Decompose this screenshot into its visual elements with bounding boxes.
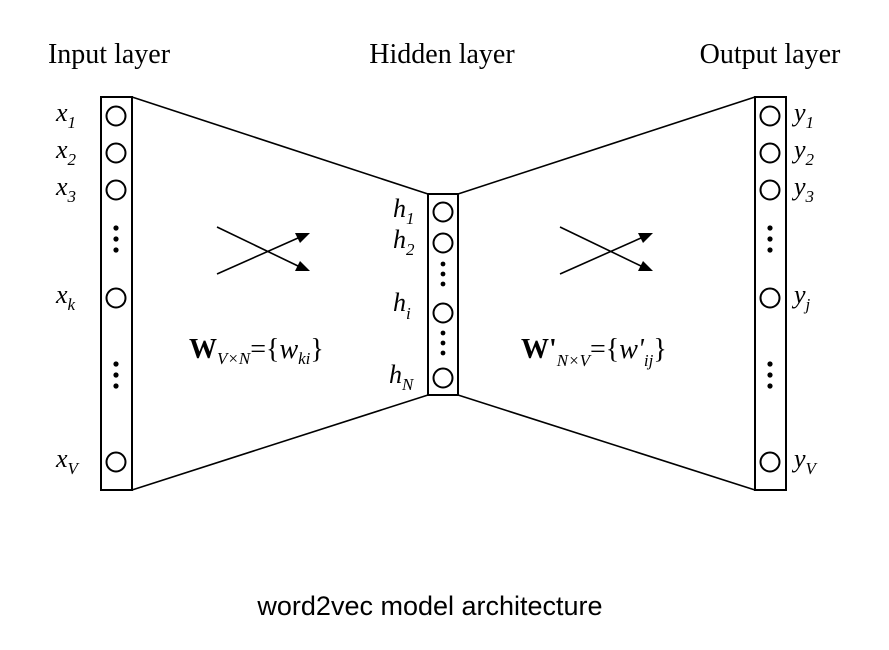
input-label: x3	[55, 172, 76, 206]
output-label: yV	[791, 444, 819, 478]
output-node	[759, 451, 781, 473]
output-node	[759, 287, 781, 309]
hidden-label: hi	[393, 288, 411, 323]
hidden-ellipsis	[440, 261, 446, 356]
input-nodes	[105, 105, 127, 473]
hidden-node	[432, 367, 454, 389]
edge-output-top	[457, 96, 756, 195]
hidden-labels: h1 h2 hi hN	[389, 194, 415, 394]
connection-lines	[131, 96, 756, 491]
hidden-node	[432, 302, 454, 324]
hidden-label: hN	[389, 360, 415, 394]
edge-input-top	[131, 96, 429, 195]
output-labels: y1 y2 y3 yj yV	[791, 98, 819, 478]
output-label: y2	[791, 135, 815, 169]
output-nodes	[759, 105, 781, 473]
output-label: y1	[791, 98, 814, 132]
output-label: y3	[791, 172, 814, 206]
hidden-nodes	[432, 201, 454, 389]
hidden-label: h2	[393, 225, 415, 259]
input-layer-title: Input layer	[48, 39, 171, 70]
input-label: xV	[55, 444, 81, 478]
hidden-layer-title: Hidden layer	[369, 39, 515, 70]
input-weight-formula: WV×N={wki}	[189, 334, 324, 368]
input-label: x1	[55, 98, 76, 132]
input-node	[105, 179, 127, 201]
output-label: yj	[791, 280, 811, 314]
hidden-node	[432, 201, 454, 223]
input-label: xk	[55, 280, 76, 314]
input-node	[105, 142, 127, 164]
output-weight-formula: W'N×V={w'ij}	[521, 334, 667, 370]
output-node	[759, 142, 781, 164]
output-node	[759, 105, 781, 127]
hidden-layer-box	[427, 193, 459, 396]
hidden-label: h1	[393, 194, 415, 228]
crossing-arrows-right	[559, 226, 653, 275]
input-node	[105, 105, 127, 127]
diagram-caption: word2vec model architecture	[256, 591, 602, 621]
input-labels: x1 x2 x3 xk xV	[55, 98, 81, 478]
input-label: x2	[55, 135, 77, 169]
crossing-arrows-left	[216, 226, 310, 275]
hidden-node	[432, 232, 454, 254]
input-ellipsis	[113, 225, 119, 389]
input-node	[105, 287, 127, 309]
input-node	[105, 451, 127, 473]
edge-input-bottom	[131, 394, 429, 491]
edge-output-bottom	[457, 394, 756, 491]
output-layer-title: Output layer	[700, 39, 841, 70]
output-ellipsis	[767, 225, 773, 389]
output-node	[759, 179, 781, 201]
